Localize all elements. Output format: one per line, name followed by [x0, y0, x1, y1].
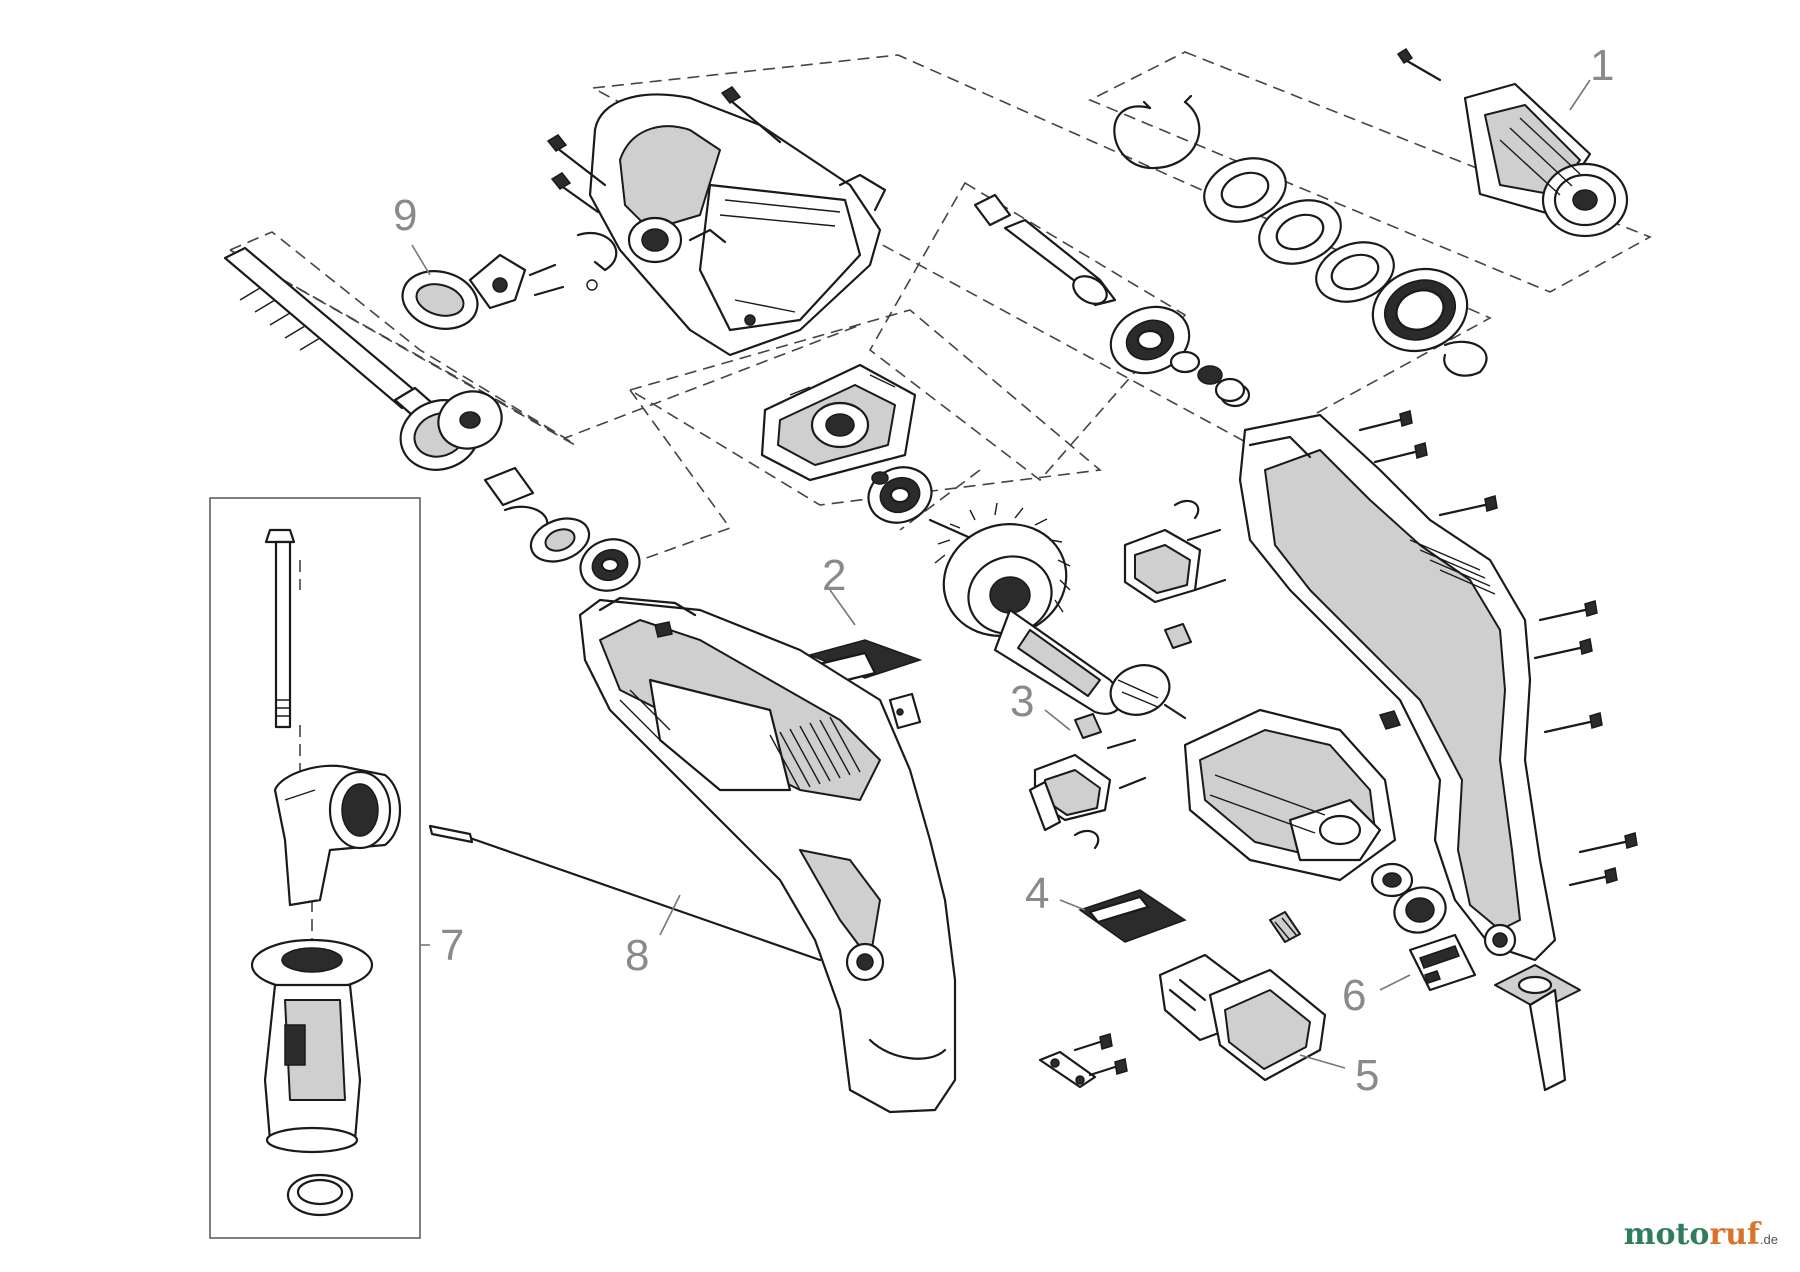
- part-number-6: 6: [1342, 971, 1366, 1020]
- intermediate-shaft: [223, 246, 442, 424]
- gear-housing: [588, 93, 887, 357]
- label-plate: [1078, 889, 1187, 943]
- part-number-2: 2: [822, 551, 846, 600]
- armature: [928, 502, 1187, 720]
- armature-bearing: [867, 466, 933, 524]
- spindle: [973, 193, 1251, 408]
- drill-chuck: [1396, 47, 1629, 238]
- left-housing: [578, 596, 957, 1114]
- upper-brush-holder: [1123, 499, 1227, 649]
- nameplate: [807, 639, 923, 730]
- watermark-tld: .de: [1759, 1232, 1778, 1247]
- lower-brush-holder: [1028, 713, 1147, 850]
- housing-screws: [546, 86, 782, 214]
- part-number-3: 3: [1010, 677, 1034, 726]
- leader-lines: [411, 79, 1591, 1069]
- shaft-bearing-stack: [399, 390, 641, 592]
- right-housing-shell: [1238, 413, 1557, 962]
- part-number-8: 8: [625, 931, 649, 980]
- watermark-text-primary: moto: [1623, 1217, 1710, 1252]
- cord-guard: [1494, 964, 1581, 1092]
- suppressor-module: [1408, 933, 1477, 992]
- front-ball-bearing: [1371, 267, 1488, 377]
- part-number-1: 1: [1590, 41, 1614, 90]
- selector-knob: [401, 232, 618, 330]
- part-number-5: 5: [1355, 1051, 1379, 1100]
- part-number-7: 7: [440, 921, 464, 970]
- shell-screws: [1358, 410, 1638, 887]
- assembly-guide-lines: [228, 51, 1652, 950]
- part-number-labels: 1 2 3 4 5 6 7 8 9: [393, 41, 1614, 1100]
- circlip: [1113, 94, 1201, 170]
- watermark-text-secondary: ruf: [1709, 1217, 1760, 1252]
- trigger-switch: [1038, 911, 1327, 1089]
- motoruf-watermark-logo: motoruf.de: [1624, 1217, 1778, 1252]
- part-number-4: 4: [1025, 869, 1049, 918]
- depth-stop-rod: [428, 824, 822, 962]
- auxiliary-handle-assembly: [209, 497, 421, 1239]
- part-number-9: 9: [393, 191, 417, 240]
- motor-bearing-flange: [760, 363, 917, 482]
- washer-stack: [1203, 157, 1395, 303]
- stator: [1183, 708, 1447, 934]
